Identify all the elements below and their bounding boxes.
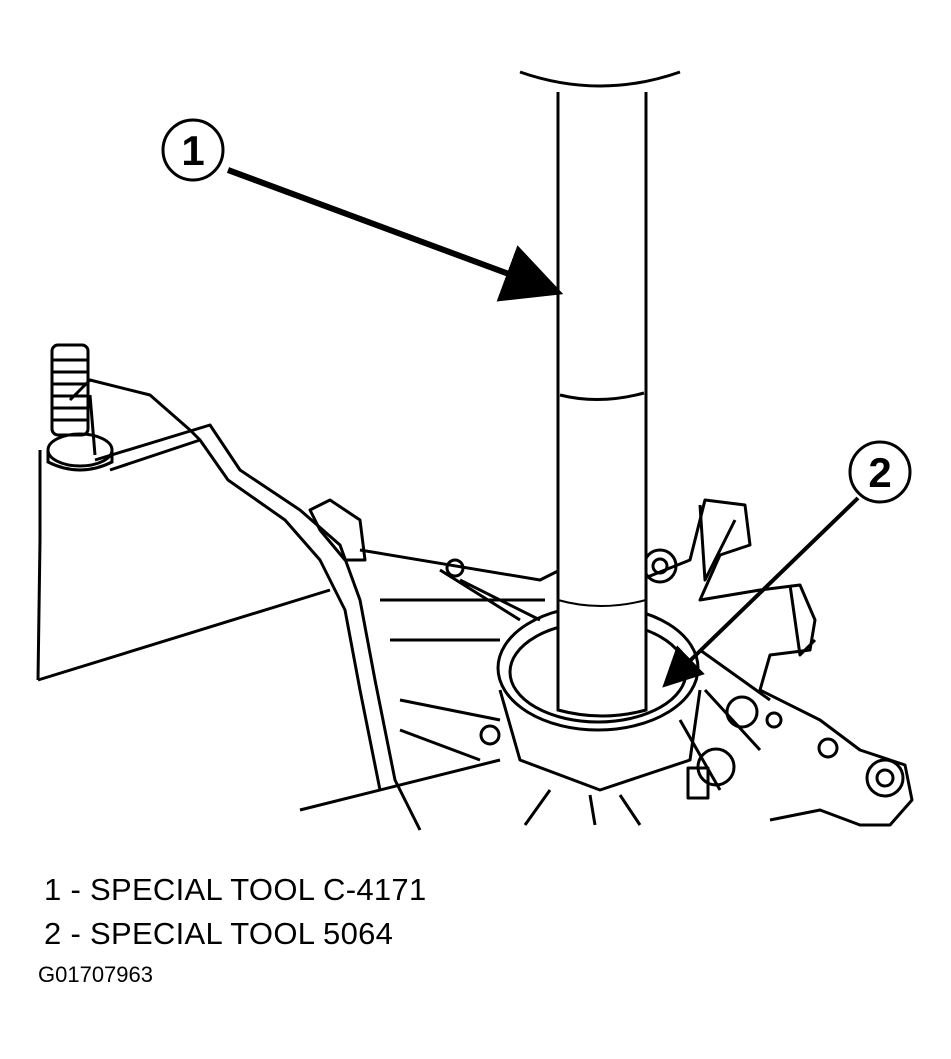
callout-1: 1 xyxy=(161,118,225,182)
technical-illustration: 1 2 xyxy=(36,70,914,831)
callout-2-number: 2 xyxy=(868,449,891,496)
legend-item-1: 1 - SPECIAL TOOL C-4171 xyxy=(44,872,427,907)
stud-bolt xyxy=(46,343,114,472)
leader-arrow-1 xyxy=(226,167,564,302)
legend-item-2: 2 - SPECIAL TOOL 5064 xyxy=(44,916,394,951)
special-tool-c-4171-shaft xyxy=(519,70,681,718)
callout-2: 2 xyxy=(848,440,912,504)
callout-1-number: 1 xyxy=(181,127,204,174)
housing-outline xyxy=(36,378,914,831)
figure-id: G01707963 xyxy=(38,962,153,987)
leader-arrow-2 xyxy=(662,496,860,688)
legend: 1 - SPECIAL TOOL C-4171 2 - SPECIAL TOOL… xyxy=(44,868,427,956)
